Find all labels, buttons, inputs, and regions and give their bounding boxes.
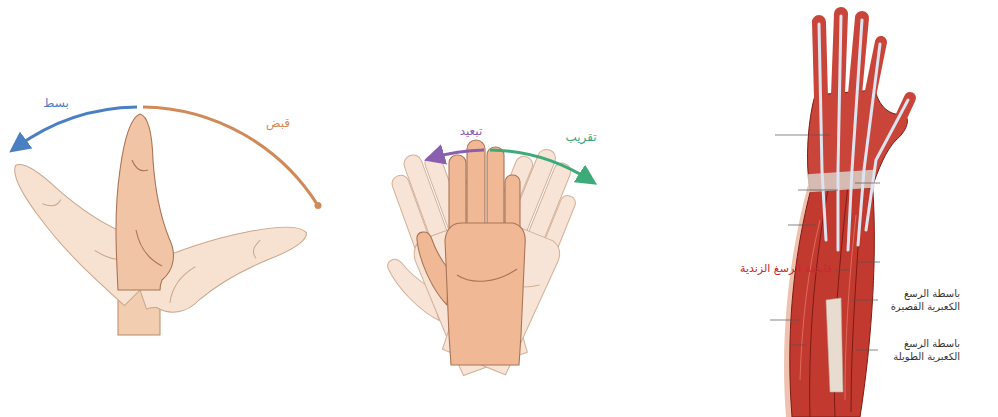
leader-line xyxy=(856,350,878,351)
motion-label: تبعيد xyxy=(450,124,492,139)
tendon-sheet xyxy=(826,298,843,392)
muscle-label: باسطة الرسغ الكعبرية القصيرة xyxy=(882,288,960,313)
motion-label: بسط xyxy=(36,96,76,111)
forearm-muscles xyxy=(784,14,910,417)
muscle-label: باسطة الرسغ الكعبرية الطويلة xyxy=(882,338,960,363)
muscle-fibre xyxy=(845,215,856,400)
hand-front-view xyxy=(354,128,595,387)
leader-line xyxy=(836,270,850,271)
hand-side-view xyxy=(0,114,317,335)
arc-end-dot xyxy=(315,202,322,209)
muscle-fibre xyxy=(800,220,820,380)
hand-neutral xyxy=(417,140,525,365)
extension-arc xyxy=(16,107,137,148)
tendon xyxy=(866,100,908,230)
tendon xyxy=(838,16,841,250)
abduction-arc xyxy=(432,150,484,158)
flexion-arc xyxy=(143,107,318,206)
leader-line xyxy=(770,320,800,321)
leader-line xyxy=(775,135,830,136)
muscle-label: قابضة الرسغ الزندية xyxy=(698,262,832,276)
leader-line xyxy=(858,262,880,263)
leader-line xyxy=(855,183,880,184)
motion-label: قبض xyxy=(258,116,298,131)
leader-line xyxy=(790,345,806,346)
leader-lines xyxy=(770,135,880,350)
hand-neutral xyxy=(116,114,173,290)
hand-adducted xyxy=(411,128,596,377)
tendons xyxy=(819,16,908,250)
leader-line xyxy=(798,190,838,191)
leader-line xyxy=(788,225,816,226)
motion-label: تقريب xyxy=(560,130,602,145)
tendon xyxy=(819,24,826,240)
adduction-arc xyxy=(490,150,590,180)
leader-line xyxy=(852,300,878,301)
